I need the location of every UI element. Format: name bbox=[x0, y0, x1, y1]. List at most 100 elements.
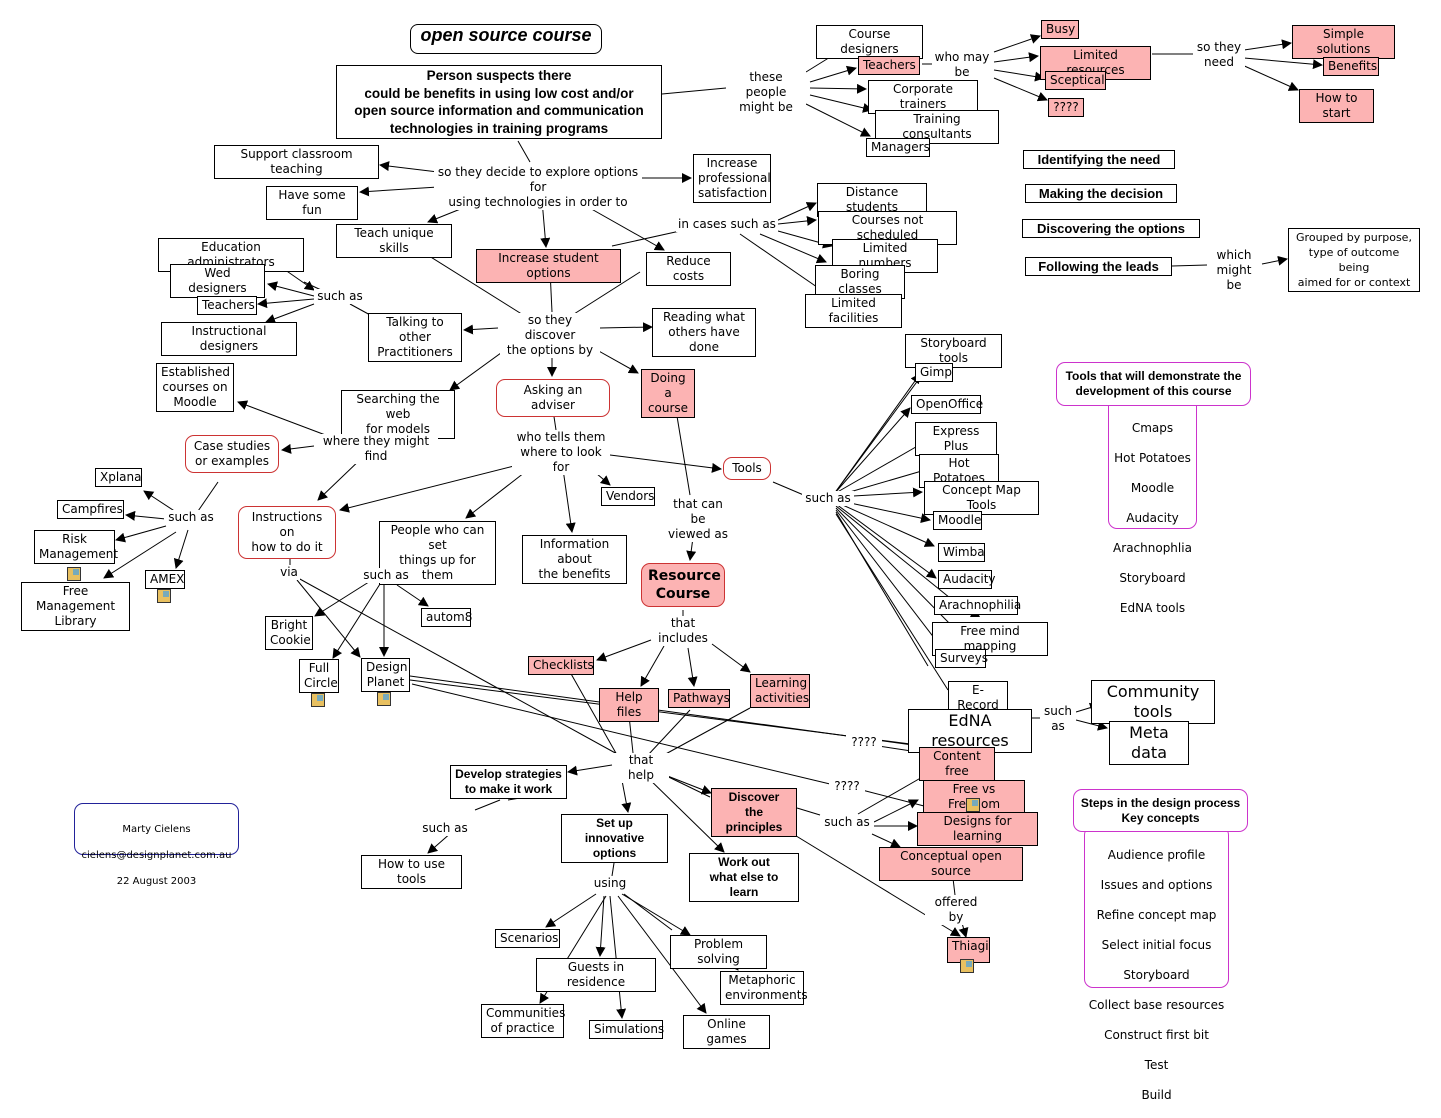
node-teachers[interactable]: Teachers bbox=[858, 56, 920, 75]
node-designs-for-learning[interactable]: Designs for learning bbox=[917, 812, 1038, 846]
node-learning-activities[interactable]: Learning activities bbox=[750, 674, 810, 708]
node-develop-strategies[interactable]: Develop strategies to make it work bbox=[450, 765, 567, 799]
node-case-studies[interactable]: Case studies or examples bbox=[185, 435, 279, 473]
node-simple-solutions[interactable]: Simple solutions bbox=[1292, 25, 1395, 59]
node-teach-unique-skills[interactable]: Teach unique skills bbox=[336, 224, 452, 258]
node-searching-web[interactable]: Searching the web for models bbox=[341, 390, 455, 439]
node-instructions[interactable]: Instructions on how to do it bbox=[238, 506, 336, 559]
arrow-connector bbox=[1261, 255, 1288, 266]
node-doing-a-course[interactable]: Doing a course bbox=[641, 369, 695, 418]
node-online-games[interactable]: Online games bbox=[683, 1015, 770, 1049]
resource-icon[interactable] bbox=[311, 693, 325, 707]
node-support-classroom[interactable]: Support classroom teaching bbox=[214, 145, 379, 179]
link-offered-by: offered by bbox=[925, 895, 987, 925]
node-autom8[interactable]: autom8 bbox=[421, 608, 472, 627]
node-bright-cookie[interactable]: Bright Cookie bbox=[265, 616, 313, 650]
node-web-designers[interactable]: Wed designers bbox=[170, 264, 265, 298]
node-corporate-trainers[interactable]: Corporate trainers bbox=[868, 80, 978, 114]
node-established-courses[interactable]: Established courses on Moodle bbox=[156, 363, 234, 412]
node-pathways[interactable]: Pathways bbox=[668, 689, 730, 708]
node-how-to-use-tools[interactable]: How to use tools bbox=[361, 855, 462, 889]
tool-openoffice[interactable]: OpenOffice bbox=[911, 395, 983, 414]
tool-wimba[interactable]: Wimba bbox=[938, 543, 985, 562]
tool-edna-resources[interactable]: EdNA resources bbox=[908, 709, 1032, 753]
node-talking-to-practitioners[interactable]: Talking to other Practitioners bbox=[368, 313, 462, 362]
node-amex[interactable]: AMEX bbox=[145, 570, 185, 589]
node-xplana[interactable]: Xplana bbox=[95, 468, 142, 487]
node-grouped-by-purpose[interactable]: Grouped by purpose, type of outcome bein… bbox=[1288, 228, 1420, 292]
node-campfires[interactable]: Campfires bbox=[57, 500, 124, 519]
tool-free-mind-mapping[interactable]: Free mind mapping bbox=[932, 622, 1048, 656]
node-reading-what-others[interactable]: Reading what others have done bbox=[652, 308, 756, 357]
node-risk-management[interactable]: Risk Management bbox=[34, 530, 118, 564]
node-resource-course[interactable]: Resource Course bbox=[641, 563, 725, 607]
node-simulations[interactable]: Simulations bbox=[589, 1020, 664, 1039]
node-professional-satisfaction[interactable]: Increase professional satisfaction bbox=[693, 154, 771, 203]
node-benefits[interactable]: Benefits bbox=[1323, 57, 1379, 76]
node-managers[interactable]: Managers bbox=[866, 138, 930, 157]
author-email[interactable]: cielens@designplanet.com.au bbox=[81, 850, 232, 861]
tool-surveys[interactable]: Surveys bbox=[935, 649, 988, 668]
node-people-who-set-up[interactable]: People who can set things up for them bbox=[379, 521, 496, 585]
node-scenarios[interactable]: Scenarios bbox=[495, 929, 560, 948]
phase-identifying-need[interactable]: Identifying the need bbox=[1023, 150, 1175, 169]
resource-icon[interactable] bbox=[966, 798, 980, 812]
node-metaphoric-environments[interactable]: Metaphoric environments bbox=[720, 971, 808, 1005]
node-sceptical[interactable]: Sceptical bbox=[1045, 71, 1106, 90]
node-communities-of-practice[interactable]: Communities of practice bbox=[481, 1004, 565, 1038]
node-limited-facilities[interactable]: Limited facilities bbox=[805, 294, 902, 328]
node-free-management-library[interactable]: Free Management Library bbox=[21, 582, 130, 631]
node-content-free[interactable]: Content free bbox=[919, 747, 995, 781]
resource-icon[interactable] bbox=[960, 959, 974, 973]
node-information-benefits[interactable]: Information about the benefits bbox=[522, 535, 627, 584]
node-discover-principles[interactable]: Discover the principles bbox=[711, 788, 797, 837]
demo-tools-title[interactable]: Tools that will demonstrate the developm… bbox=[1056, 362, 1251, 406]
tool-moodle[interactable]: Moodle bbox=[933, 511, 982, 530]
node-teachers-practitioner[interactable]: Teachers bbox=[197, 296, 257, 315]
node-boring-classes[interactable]: Boring classes bbox=[815, 265, 905, 299]
arrow-connector bbox=[396, 584, 429, 607]
steps-title[interactable]: Steps in the design process Key concepts bbox=[1073, 789, 1248, 832]
line-connector bbox=[409, 675, 921, 747]
step-item: Refine concept map bbox=[1096, 908, 1217, 922]
node-tools[interactable]: Tools bbox=[723, 457, 771, 480]
node-problem-solving[interactable]: Problem solving bbox=[670, 935, 767, 969]
tool-audacity[interactable]: Audacity bbox=[938, 570, 996, 589]
node-how-to-start[interactable]: How to start bbox=[1299, 89, 1374, 123]
resource-icon[interactable] bbox=[157, 589, 171, 603]
node-vendors[interactable]: Vendors bbox=[601, 487, 655, 506]
tool-gimp[interactable]: Gimp bbox=[915, 363, 953, 382]
tool-storyboard-tools[interactable]: Storyboard tools bbox=[905, 334, 1002, 368]
tool-concept-map-tools[interactable]: Concept Map Tools bbox=[924, 481, 1039, 515]
link-in-cases-such-as: in cases such as bbox=[676, 217, 778, 232]
line-connector bbox=[297, 577, 629, 761]
root-concept[interactable]: Person suspects there could be benefits … bbox=[336, 65, 662, 139]
node-guests-in-residence[interactable]: Guests in residence bbox=[536, 958, 656, 992]
phase-following-leads[interactable]: Following the leads bbox=[1025, 257, 1172, 276]
line-connector bbox=[674, 403, 691, 496]
node-conceptual-open-source[interactable]: Conceptual open source bbox=[879, 847, 1023, 881]
node-help-files[interactable]: Help files bbox=[599, 688, 659, 722]
node-course-designers[interactable]: Course designers bbox=[816, 25, 923, 59]
node-meta-data[interactable]: Meta data bbox=[1109, 721, 1189, 765]
tool-express-plus[interactable]: Express Plus bbox=[915, 422, 997, 456]
node-work-out-what-else[interactable]: Work out what else to learn bbox=[689, 853, 799, 902]
node-community-tools[interactable]: Community tools bbox=[1091, 680, 1215, 724]
tool-arachnophilia[interactable]: Arachnophilia bbox=[934, 596, 1021, 615]
node-full-circle[interactable]: Full Circle bbox=[299, 659, 339, 693]
link-explore-options: so they decide to explore options for us… bbox=[434, 165, 642, 210]
phase-discovering-options[interactable]: Discovering the options bbox=[1022, 219, 1200, 238]
phase-making-decision[interactable]: Making the decision bbox=[1025, 184, 1177, 203]
node-unknown-state[interactable]: ???? bbox=[1048, 98, 1084, 117]
node-instructional-designers[interactable]: Instructional designers bbox=[161, 322, 297, 356]
resource-icon[interactable] bbox=[67, 567, 81, 581]
node-reduce-costs[interactable]: Reduce costs bbox=[646, 252, 731, 286]
node-asking-adviser[interactable]: Asking an adviser bbox=[496, 379, 610, 417]
node-busy[interactable]: Busy bbox=[1041, 20, 1079, 39]
node-increase-student-options[interactable]: Increase student options bbox=[476, 249, 621, 283]
node-design-planet[interactable]: Design Planet bbox=[361, 658, 410, 692]
node-checklists[interactable]: Checklists bbox=[528, 656, 594, 675]
resource-icon[interactable] bbox=[377, 692, 391, 706]
node-set-up-innovative[interactable]: Set up innovative options bbox=[561, 814, 668, 863]
node-have-some-fun[interactable]: Have some fun bbox=[266, 186, 358, 220]
